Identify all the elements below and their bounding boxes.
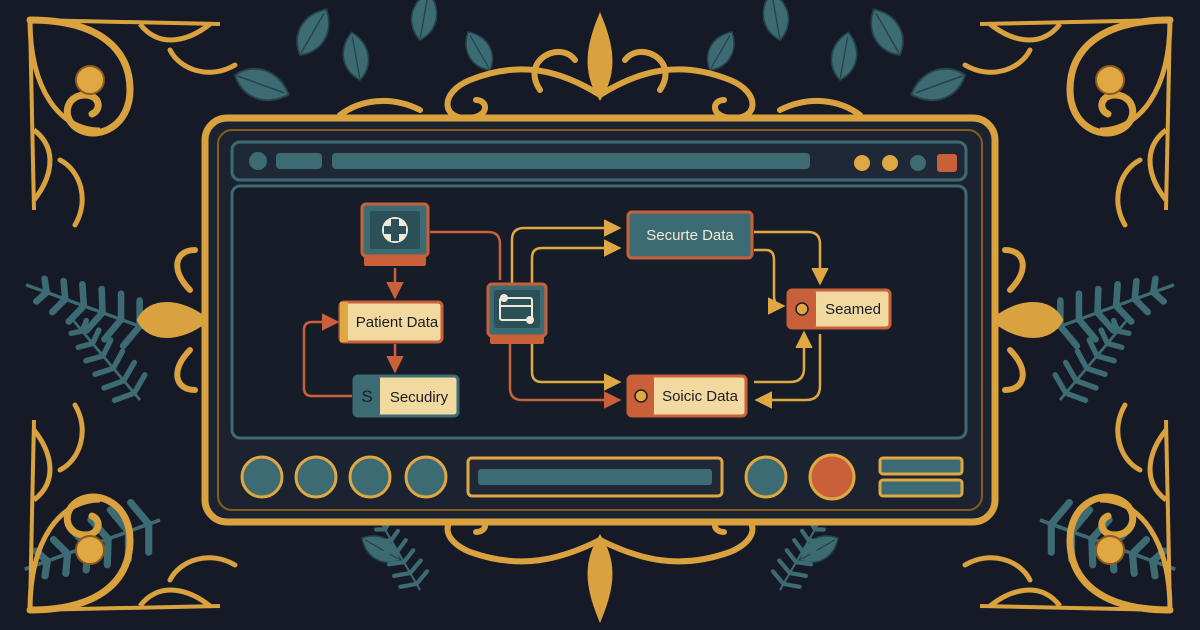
toolbar <box>230 140 968 182</box>
dot-icon[interactable] <box>882 155 898 171</box>
control-circle-button-1[interactable] <box>240 455 284 499</box>
secure-data-label: Securte Data <box>646 227 734 244</box>
control-circle-button-4[interactable] <box>404 455 448 499</box>
side-ornaments <box>136 247 1064 393</box>
patient-data-label: Patient Data <box>356 314 439 331</box>
seamed-label: Seamed <box>825 301 881 318</box>
control-circle-button-3[interactable] <box>348 455 392 499</box>
gear-cross-icon <box>382 217 408 243</box>
dot-icon[interactable] <box>910 155 926 171</box>
connectors <box>302 219 829 409</box>
secure-data-node[interactable]: Securte Data <box>626 210 754 260</box>
security-badge: S <box>361 387 372 406</box>
hub-node[interactable] <box>486 282 548 344</box>
soicic-data-label: Soicic Data <box>662 388 739 405</box>
arrow-secure-to-seamed-2 <box>754 248 786 315</box>
circle-button[interactable] <box>744 455 788 499</box>
source-node[interactable] <box>360 202 430 266</box>
seamed-node[interactable]: Seamed <box>786 288 892 330</box>
arrow-soicic-to-seamed <box>754 330 813 384</box>
menu-lines-icon[interactable] <box>878 456 964 498</box>
control-circle-button-2[interactable] <box>294 455 338 499</box>
folder-network-icon <box>499 294 534 324</box>
arrow-seamed-to-soicic <box>754 334 822 409</box>
address-bar[interactable] <box>332 153 810 169</box>
patient-data-node[interactable]: Patient Data <box>338 300 444 344</box>
dot-icon[interactable] <box>854 155 870 171</box>
close-icon[interactable] <box>937 154 957 172</box>
arrow-hub-to-soicic-2 <box>530 344 622 391</box>
arrow-secure-to-seamed <box>754 230 829 286</box>
arrow-hub-to-secure-2 <box>530 239 622 284</box>
arrow-source-to-hub <box>430 230 502 280</box>
dot-icon[interactable] <box>249 152 267 170</box>
slider-fill <box>478 469 712 485</box>
bottom-crest-ornament <box>444 512 756 624</box>
arrow-hub-to-secure <box>510 219 622 284</box>
security-label: Secudiry <box>390 389 449 406</box>
security-node[interactable]: S Secudiry <box>352 374 460 418</box>
window-frame-inner <box>217 129 983 511</box>
soicic-data-node[interactable]: Soicic Data <box>626 374 748 418</box>
top-crest-ornament <box>337 11 863 122</box>
record-button[interactable] <box>808 453 856 501</box>
tab-icon[interactable] <box>276 153 322 169</box>
arrow-hub-to-soicic <box>508 344 622 409</box>
bottom-controls <box>240 453 964 501</box>
arrow-security-loop <box>302 313 352 398</box>
